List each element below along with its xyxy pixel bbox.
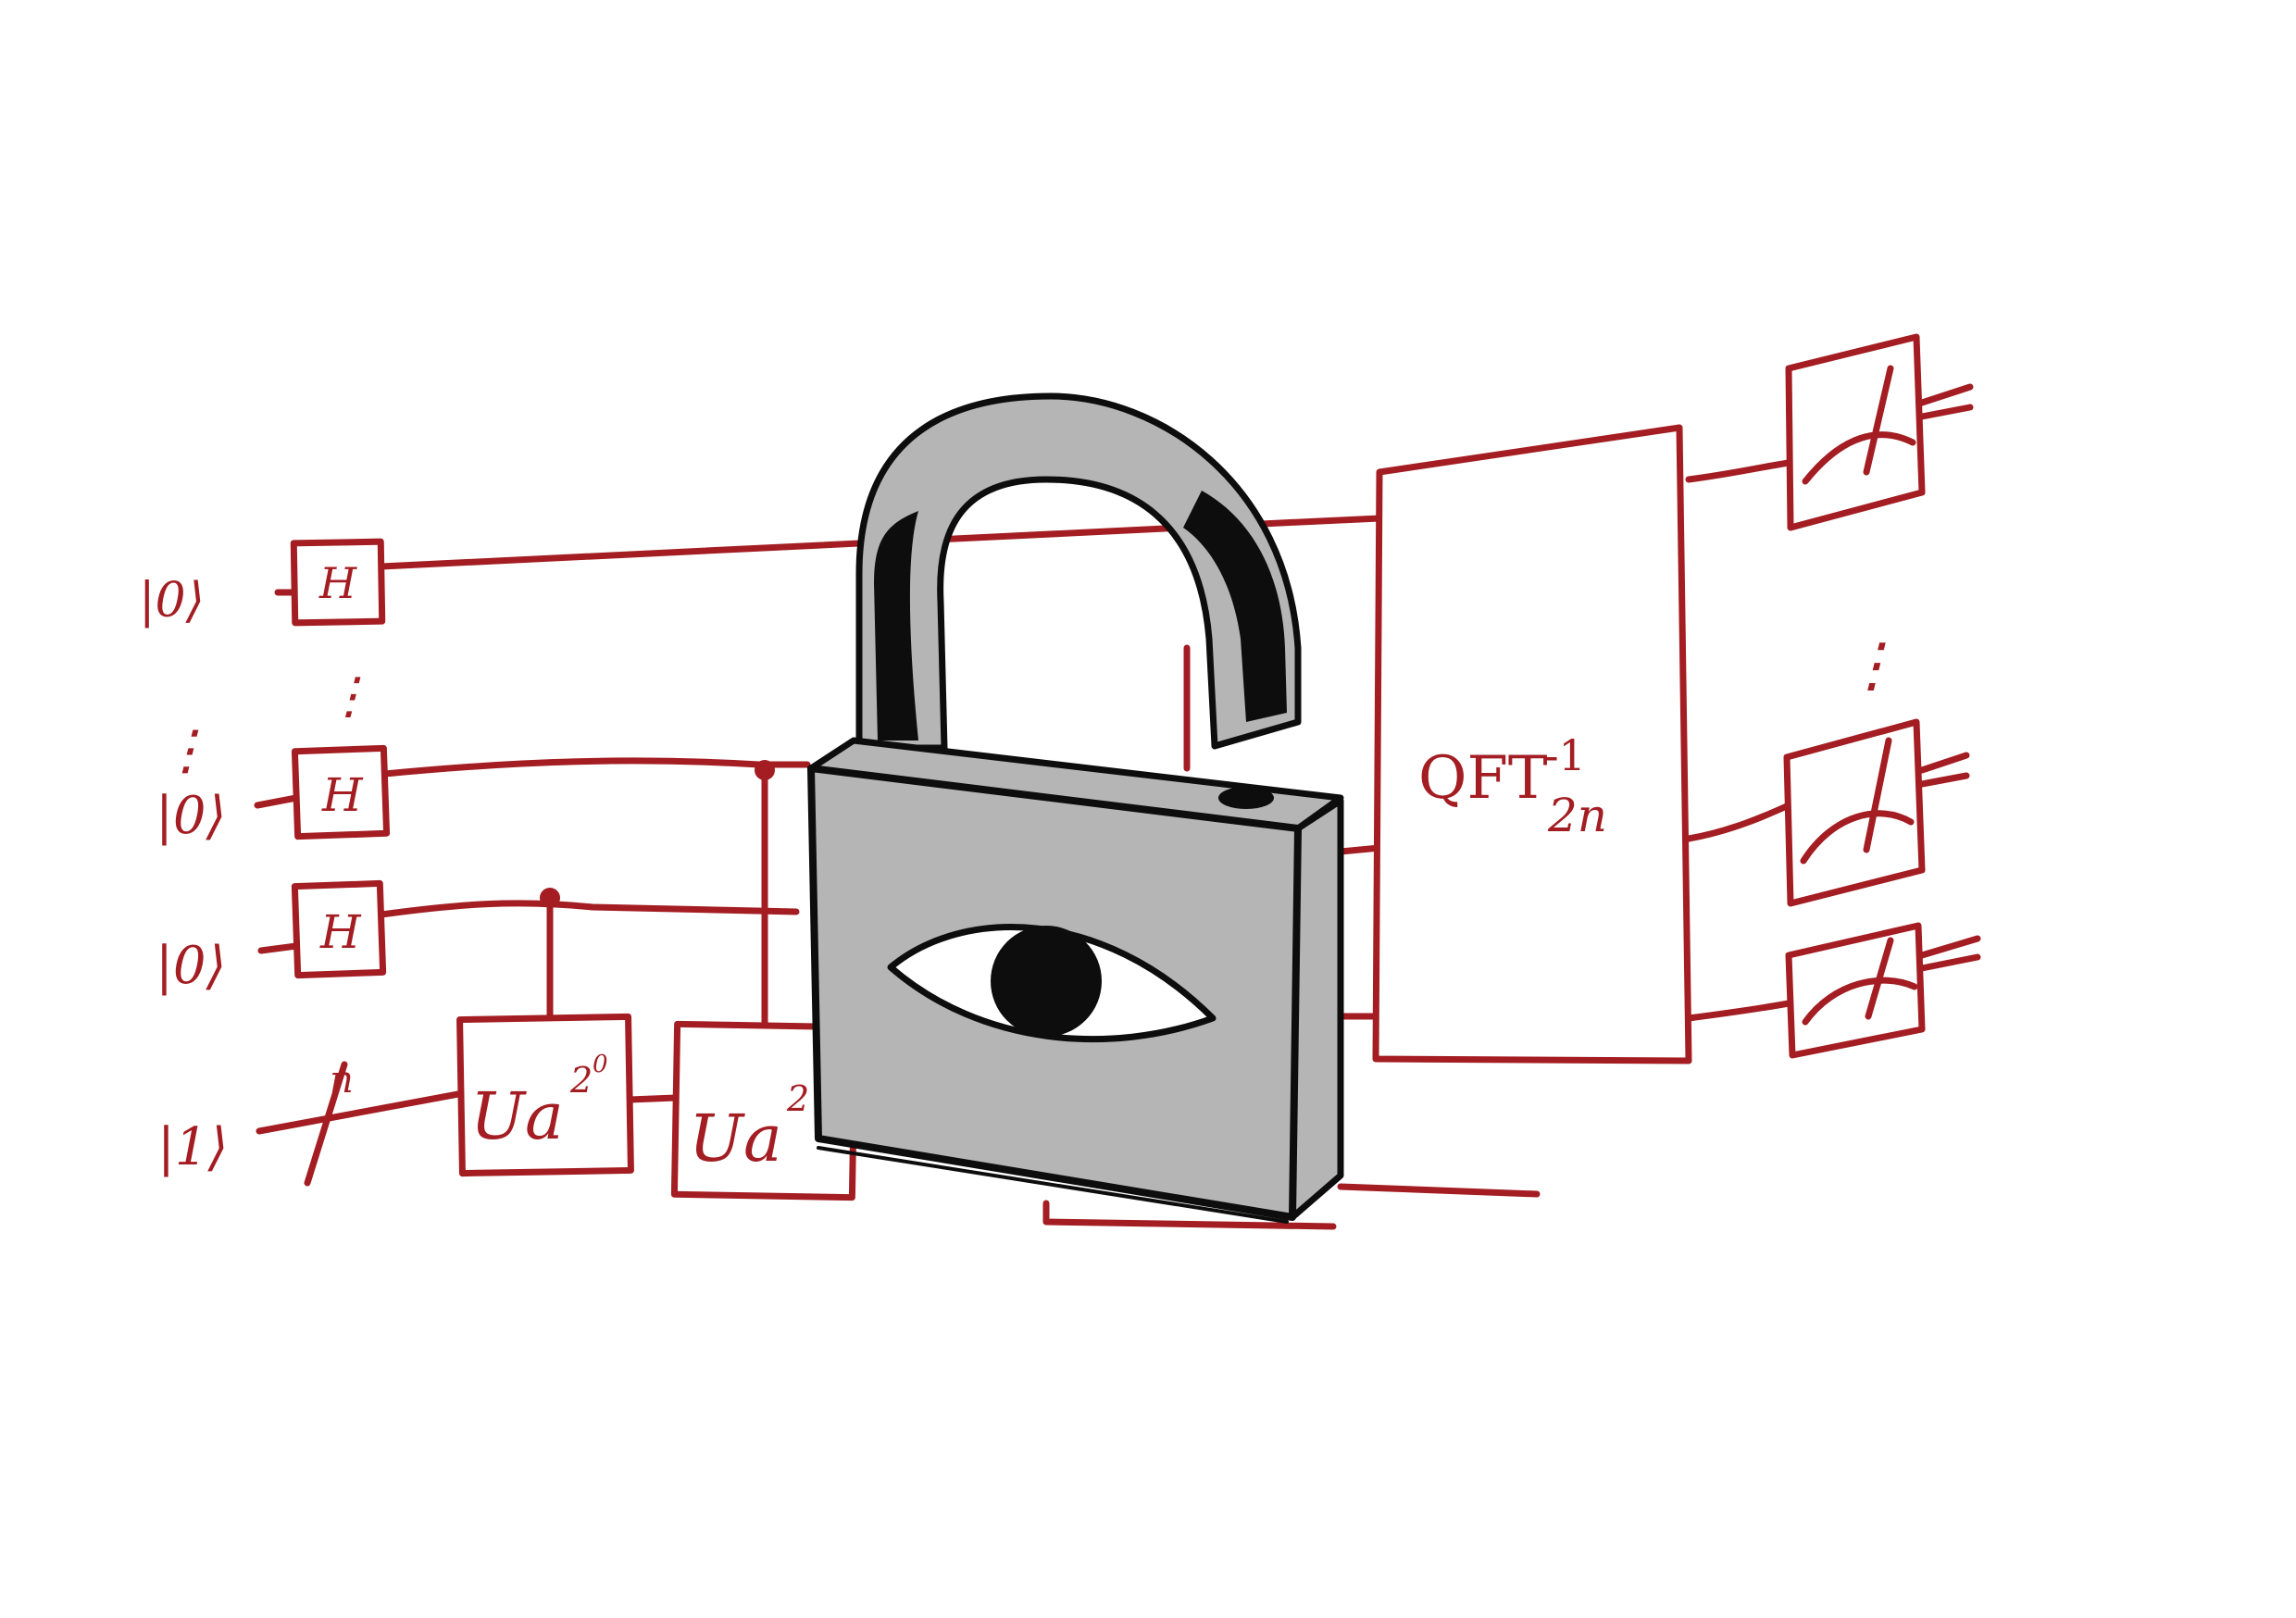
keyhole-top bbox=[1218, 787, 1274, 809]
eye-pupil bbox=[991, 926, 1102, 1037]
hadamard-gate-3 bbox=[291, 879, 387, 979]
unitary-power-2: 2 bbox=[786, 1078, 809, 1119]
ket-label-3: |0⟩ bbox=[156, 936, 226, 996]
measurement-dots: ⋮ bbox=[1842, 631, 1902, 700]
qft-superscript: -1 bbox=[1544, 730, 1586, 780]
unitary-power-1: 2 bbox=[569, 1060, 593, 1101]
padlock-shackle bbox=[855, 392, 1302, 752]
qubit-wire-3 bbox=[257, 900, 800, 954]
control-dot-2 bbox=[755, 760, 775, 780]
meter-icon bbox=[1800, 737, 1915, 865]
meter-icon bbox=[1802, 937, 1918, 1026]
input-kets: |0⟩ ⋮ |0⟩ |0⟩ |1⟩ bbox=[139, 573, 228, 1177]
inverse-qft-block: QFT -1 2n bbox=[1372, 424, 1692, 1064]
register-width-label: n bbox=[330, 1059, 354, 1101]
shackle-shadow bbox=[1183, 491, 1287, 722]
hadamard-gate-1 bbox=[290, 538, 386, 627]
ket-label-1: |0⟩ bbox=[139, 573, 205, 629]
padlock-icon bbox=[807, 392, 1344, 1224]
hadamard-gate-2 bbox=[291, 744, 391, 840]
meter-icon bbox=[1802, 365, 1916, 485]
shackle-highlight bbox=[874, 511, 918, 741]
hadamard-label-1: H bbox=[318, 558, 357, 608]
unitary-label-1: Ua bbox=[470, 1078, 564, 1154]
hadamard-gates: H ⋮ H H bbox=[290, 538, 391, 979]
qft-label: QFT bbox=[1418, 744, 1548, 813]
ket-label-4: |1⟩ bbox=[157, 1117, 228, 1177]
register-wire bbox=[256, 1090, 680, 1135]
measurement-2 bbox=[1783, 718, 1926, 907]
unitary-subpower-1: 0 bbox=[593, 1051, 608, 1078]
register-wire-right bbox=[1337, 1183, 1541, 1198]
unitary-gate-1: Ua 2 0 bbox=[456, 1013, 634, 1177]
classical-out-2 bbox=[1918, 752, 1970, 788]
measurements: ⋮ bbox=[1783, 333, 1926, 1059]
control-dot-1 bbox=[540, 888, 560, 908]
hidden-wires bbox=[1042, 644, 1383, 1230]
qft-subscript: 2n bbox=[1547, 789, 1607, 842]
unitary-label-2: Ua bbox=[689, 1101, 782, 1176]
hadamard-label-2: H bbox=[321, 768, 364, 822]
ket-label-2: |0⟩ bbox=[156, 786, 226, 846]
qft-outputs bbox=[1685, 459, 1792, 1022]
qubit-wire-2 bbox=[254, 757, 811, 809]
hadamard-label-3: H bbox=[319, 905, 362, 959]
measurement-1 bbox=[1785, 333, 1926, 531]
classical-out-3 bbox=[1918, 935, 1981, 972]
ket-dots: ⋮ bbox=[159, 718, 213, 781]
circuit-wires bbox=[254, 383, 1981, 1230]
measurement-3 bbox=[1785, 922, 1926, 1059]
classical-out-1 bbox=[1918, 383, 1974, 420]
register-marker: n bbox=[304, 1059, 354, 1187]
unitary-gate-2: Ua 2 bbox=[670, 1020, 859, 1201]
front-edge-line bbox=[817, 1146, 1289, 1224]
hadamard-dots: ⋮ bbox=[324, 666, 374, 725]
